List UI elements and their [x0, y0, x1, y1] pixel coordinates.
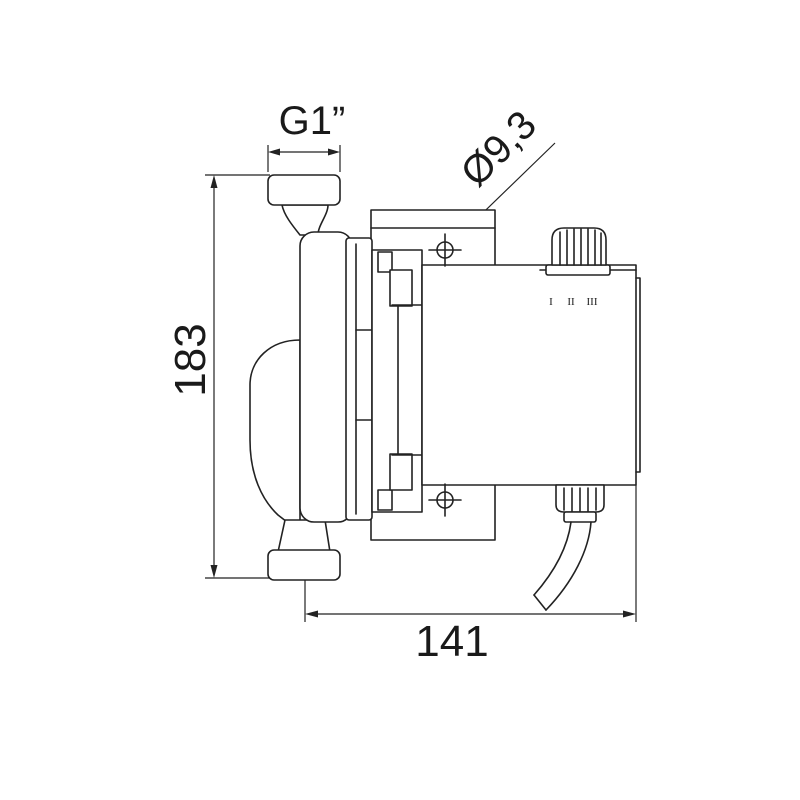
speed-marks: I II III — [549, 296, 598, 308]
power-cable — [533, 521, 592, 611]
motor-body — [421, 264, 641, 486]
cable-gland — [555, 484, 605, 523]
pump-housing — [249, 174, 373, 581]
hole-diameter-label: Ø9,3 — [453, 103, 545, 195]
inlet-port-flange — [267, 174, 341, 206]
speed-mark-1: I — [549, 296, 553, 308]
mounting-hole-top — [428, 233, 462, 267]
speed-selector-knob — [545, 227, 611, 276]
outlet-port-flange — [267, 549, 341, 581]
thread-label: G1” — [279, 99, 346, 143]
thread-dimension: G1” — [267, 99, 346, 172]
speed-mark-2: II — [567, 296, 575, 308]
height-label: 183 — [166, 323, 215, 396]
mounting-hole-bottom — [428, 483, 462, 517]
motor-coupling — [371, 249, 423, 513]
height-dimension: 183 — [166, 174, 270, 579]
speed-mark-3: III — [587, 296, 598, 308]
length-label: 141 — [415, 617, 488, 666]
